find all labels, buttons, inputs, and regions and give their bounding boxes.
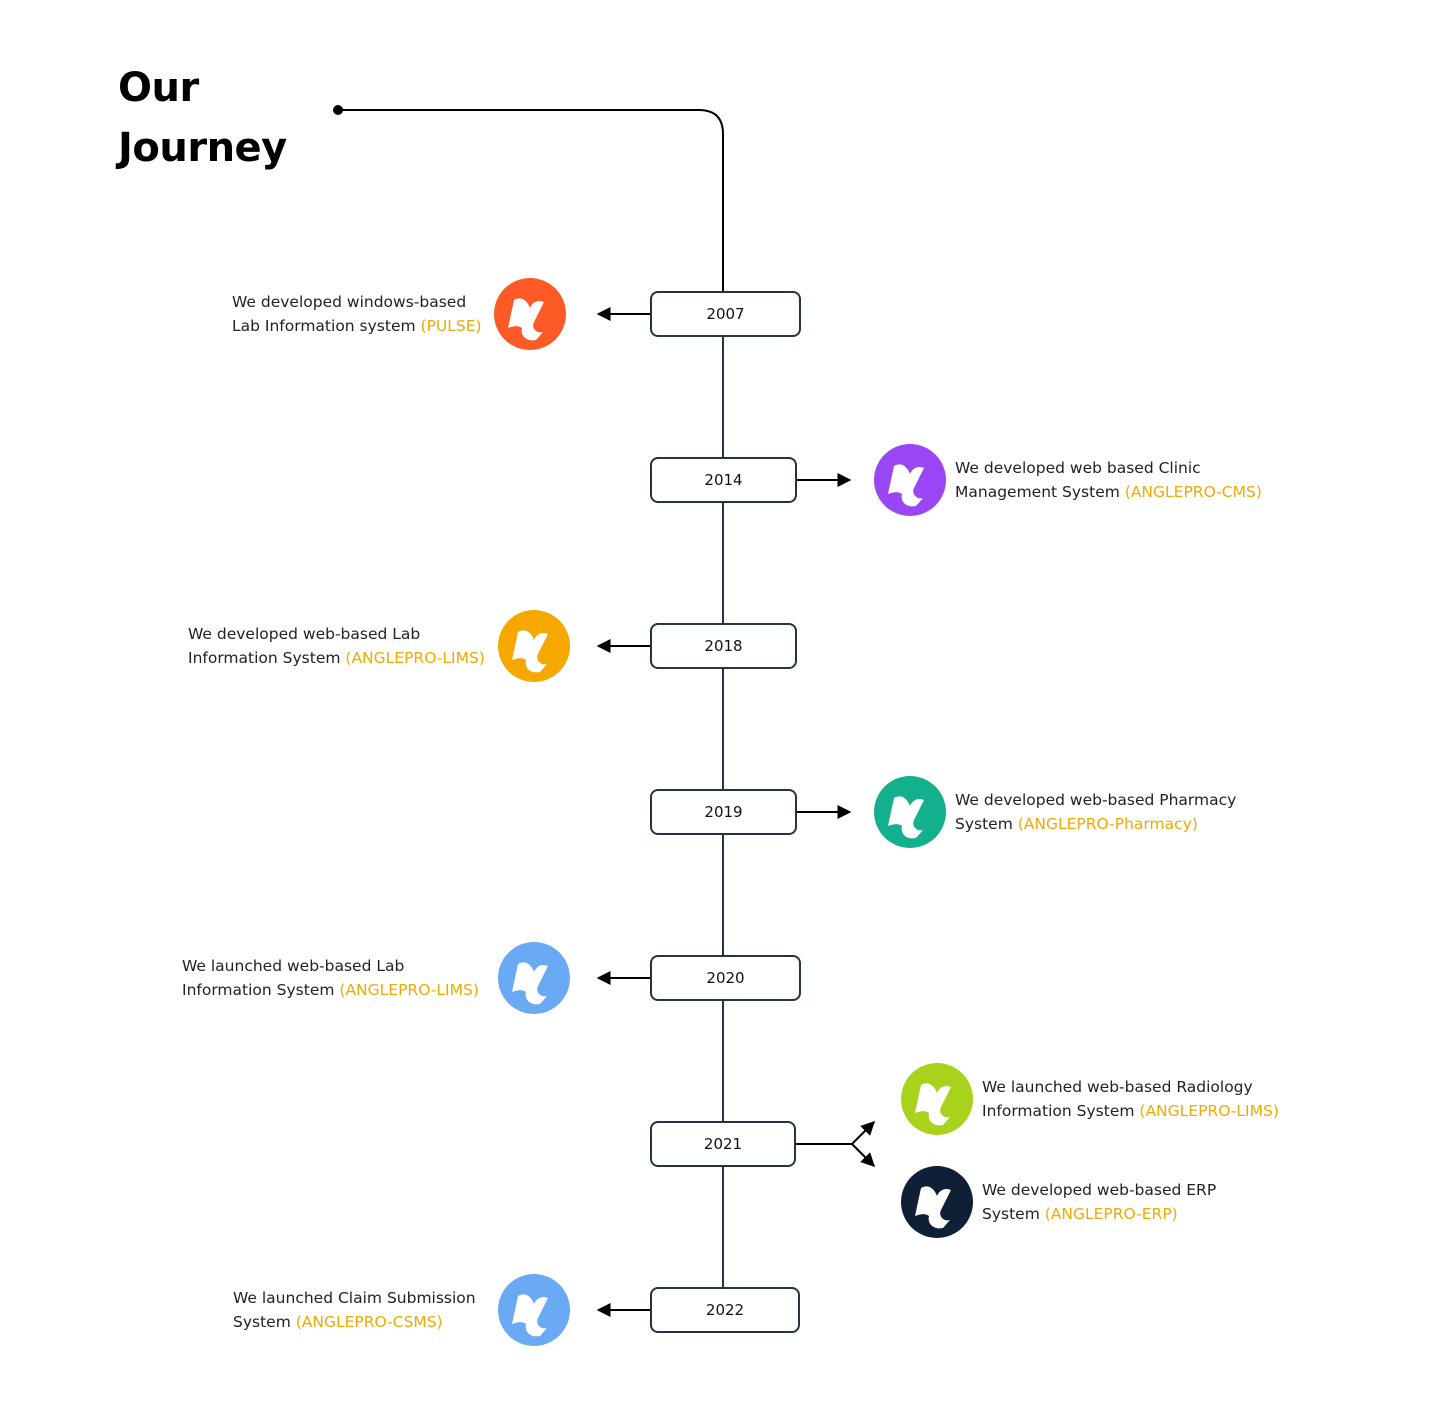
anglepro-logo-icon <box>498 1274 570 1346</box>
product-name: (ANGLEPRO-LIMS) <box>339 981 479 999</box>
milestone-text: System <box>955 815 1018 833</box>
milestone-text-line: Information System (ANGLEPRO-LIMS) <box>182 978 479 1002</box>
product-name: (ANGLEPRO-LIMS) <box>345 649 485 667</box>
milestone-text: System <box>233 1313 296 1331</box>
year-box-2018: 2018 <box>650 623 797 669</box>
milestone-text: Information System <box>182 981 340 999</box>
product-name: (PULSE) <box>420 317 482 335</box>
timeline-start-line <box>338 109 724 291</box>
milestone-text-line: We developed windows-based <box>232 293 467 311</box>
milestone-text: Information System <box>188 649 346 667</box>
product-name: (ANGLEPRO-CSMS) <box>295 1313 443 1331</box>
milestone-text-line: Lab Information system (PULSE) <box>232 314 482 338</box>
product-name: (ANGLEPRO-ERP) <box>1044 1205 1178 1223</box>
anglepro-logo-icon <box>874 444 946 516</box>
milestone-description: We developed web-based ERP System (ANGLEP… <box>982 1178 1216 1226</box>
page-title: Our Journey <box>118 58 287 178</box>
title-line-2: Journey <box>118 125 287 171</box>
anglepro-logo-icon <box>498 942 570 1014</box>
year-box-2022: 2022 <box>650 1287 800 1333</box>
milestone-text: System <box>982 1205 1045 1223</box>
product-name: (ANGLEPRO-Pharmacy) <box>1017 815 1198 833</box>
milestone-text-line: We developed web-based ERP <box>982 1181 1217 1199</box>
connector-arrow <box>851 1121 875 1145</box>
product-name: (ANGLEPRO-CMS) <box>1124 483 1262 501</box>
year-box-2020: 2020 <box>650 955 801 1001</box>
milestone-text-line: We developed web-based Pharmacy <box>955 791 1237 809</box>
milestone-text: Information System <box>982 1102 1140 1120</box>
anglepro-logo-icon <box>901 1166 973 1238</box>
milestone-text-line: Information System (ANGLEPRO-LIMS) <box>982 1099 1279 1123</box>
milestone-text-line: We launched web-based Radiology <box>982 1078 1253 1096</box>
year-box-2021: 2021 <box>650 1121 796 1167</box>
milestone-text-line: We launched Claim Submission <box>233 1289 476 1307</box>
anglepro-logo-icon <box>498 610 570 682</box>
anglepro-logo-icon <box>901 1063 973 1135</box>
milestone-text-line: Management System (ANGLEPRO-CMS) <box>955 480 1262 504</box>
milestone-text-line: We developed web-based Lab <box>188 625 421 643</box>
milestone-text-line: Information System (ANGLEPRO-LIMS) <box>188 646 485 670</box>
milestone-text: Lab Information system <box>232 317 421 335</box>
year-box-2007: 2007 <box>650 291 801 337</box>
milestone-text-line: System (ANGLEPRO-Pharmacy) <box>955 812 1236 836</box>
milestone-text-line: We developed web based Clinic <box>955 459 1201 477</box>
anglepro-logo-icon <box>874 776 946 848</box>
connector-arrow <box>851 1143 875 1167</box>
year-box-2019: 2019 <box>650 789 797 835</box>
milestone-text-line: We launched web-based Lab <box>182 957 405 975</box>
product-name: (ANGLEPRO-LIMS) <box>1139 1102 1279 1120</box>
milestone-text-line: System (ANGLEPRO-CSMS) <box>233 1310 476 1334</box>
title-line-1: Our <box>118 65 199 111</box>
anglepro-logo-icon <box>494 278 566 350</box>
milestone-text-line: System (ANGLEPRO-ERP) <box>982 1202 1216 1226</box>
year-box-2014: 2014 <box>650 457 797 503</box>
milestone-text: Management System <box>955 483 1125 501</box>
